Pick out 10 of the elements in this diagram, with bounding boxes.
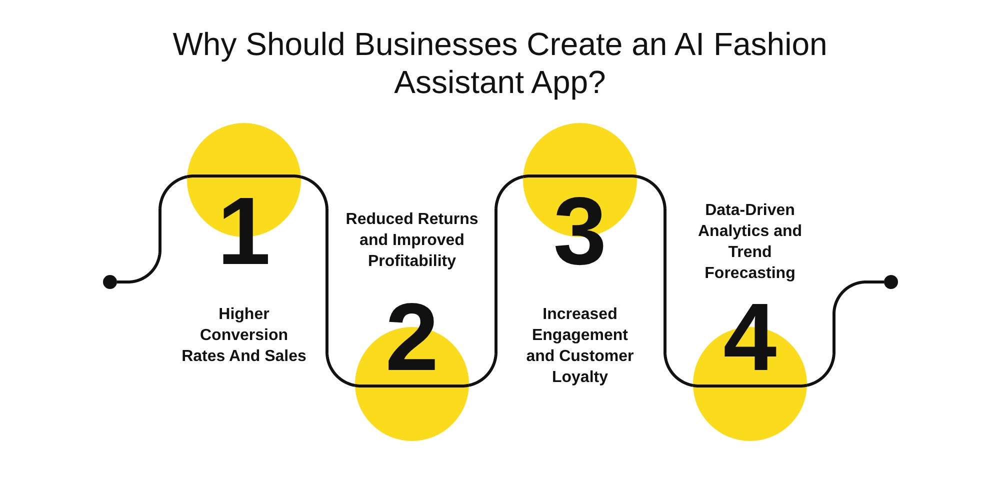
step-description: Data-Driven Analytics and Trend Forecasting	[696, 201, 804, 284]
step-description: Reduced Returns and Improved Profitability	[344, 210, 480, 272]
title: Why Should Businesses Create an AI Fashion Assistant App?	[172, 25, 828, 101]
timeline-line	[299, 175, 356, 387]
step-description: Higher Conversion Rates And Sales	[180, 305, 308, 367]
step-description: Increased Engagement and Customer Loyalty	[525, 305, 635, 388]
timeline-line	[116, 175, 188, 284]
timeline-line	[806, 280, 886, 387]
timeline-line	[468, 175, 524, 387]
timeline-line	[635, 175, 694, 387]
